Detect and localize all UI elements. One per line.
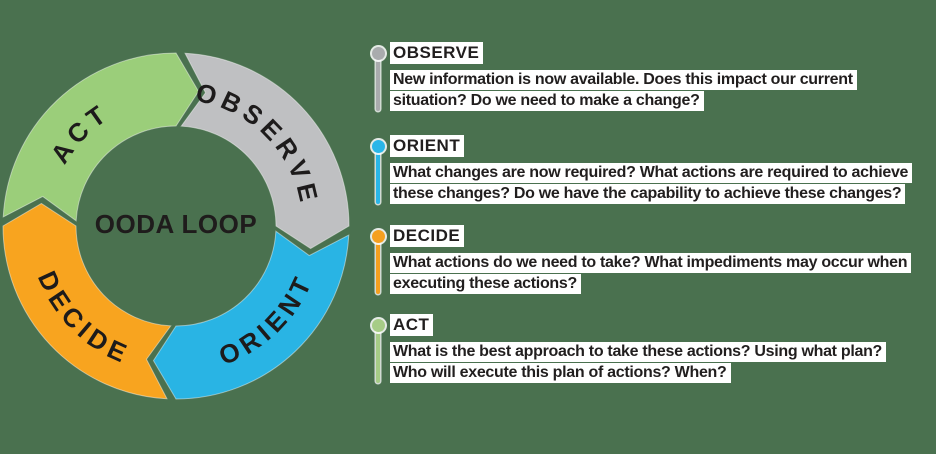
ring-segments-group bbox=[2, 52, 350, 400]
act-texts: ACT What is the best approach to take th… bbox=[390, 314, 931, 383]
legend-item-decide: DECIDE What actions do we need to take? … bbox=[371, 225, 931, 295]
legend-desc-orient: What changes are now required? What acti… bbox=[390, 162, 931, 204]
orient-texts: ORIENT What changes are now required? Wh… bbox=[390, 135, 931, 204]
decide-texts: DECIDE What actions do we need to take? … bbox=[390, 225, 931, 294]
observe-pin-line bbox=[376, 56, 380, 111]
legend-title-decide-text: DECIDE bbox=[390, 225, 465, 247]
legend-title-orient: ORIENT bbox=[390, 135, 931, 157]
legend-desc-act-text: What is the best approach to take these … bbox=[390, 342, 887, 383]
decide-pin-line bbox=[376, 239, 380, 294]
legend-title-orient-text: ORIENT bbox=[390, 135, 465, 157]
legend-desc-orient-text: What changes are now required? What acti… bbox=[390, 163, 913, 204]
legend-item-observe: OBSERVE New information is now available… bbox=[371, 42, 931, 112]
legend-desc-decide: What actions do we need to take? What im… bbox=[390, 252, 931, 294]
legend-item-orient: ORIENT What changes are now required? Wh… bbox=[371, 135, 931, 205]
orient-pin-circle-icon bbox=[371, 139, 385, 153]
legend-item-act: ACT What is the best approach to take th… bbox=[371, 314, 931, 384]
observe-texts: OBSERVE New information is now available… bbox=[390, 42, 931, 111]
legend-title-observe: OBSERVE bbox=[390, 42, 931, 64]
orient-pin-line bbox=[376, 149, 380, 204]
legend-title-act: ACT bbox=[390, 314, 931, 336]
act-pin-line bbox=[376, 328, 380, 383]
legend-desc-observe-text: New information is now available. Does t… bbox=[390, 70, 857, 111]
ring-segment-observe bbox=[180, 52, 350, 250]
legend-desc-decide-text: What actions do we need to take? What im… bbox=[390, 253, 912, 294]
act-pin-circle-icon bbox=[371, 318, 385, 332]
legend-title-observe-text: OBSERVE bbox=[390, 42, 484, 64]
diagram-center-label: OODA LOOP bbox=[95, 209, 257, 239]
ring-segment-orient bbox=[152, 230, 350, 400]
ring-segment-act bbox=[2, 52, 200, 222]
decide-pin-circle-icon bbox=[371, 229, 385, 243]
ring-segment-decide bbox=[2, 202, 172, 400]
observe-pin-circle-icon bbox=[371, 46, 385, 60]
legend-title-decide: DECIDE bbox=[390, 225, 931, 247]
legend-desc-observe: New information is now available. Does t… bbox=[390, 69, 931, 111]
legend-title-act-text: ACT bbox=[390, 314, 434, 336]
legend-desc-act: What is the best approach to take these … bbox=[390, 341, 931, 383]
